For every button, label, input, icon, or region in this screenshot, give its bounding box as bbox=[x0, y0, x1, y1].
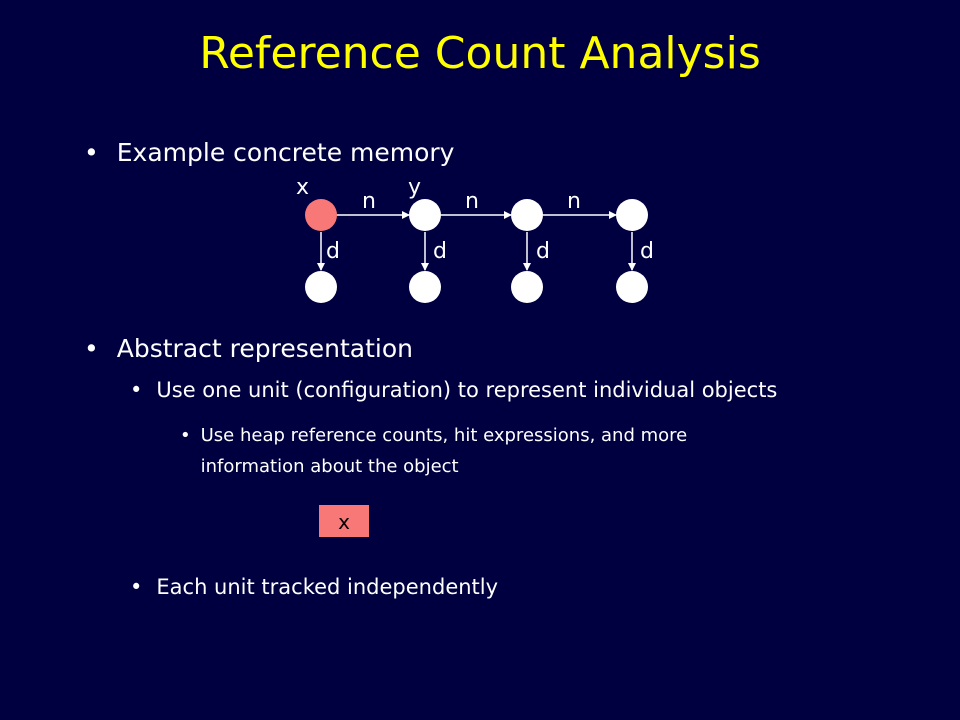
bullet-text: Use one unit (configuration) to represen… bbox=[156, 378, 778, 402]
bullet-one-unit: • Use one unit (configuration) to represe… bbox=[130, 378, 777, 402]
data-node-1 bbox=[305, 271, 337, 303]
bullet-marker: • bbox=[84, 334, 99, 363]
edge-label-n: n bbox=[362, 189, 376, 214]
edge-label-d: d bbox=[433, 239, 447, 264]
bullet-marker: • bbox=[180, 425, 191, 446]
node-x bbox=[305, 199, 337, 231]
edge-label-d: d bbox=[536, 239, 550, 264]
data-node-4 bbox=[616, 271, 648, 303]
bullet-marker: • bbox=[84, 138, 99, 167]
edge-label-n: n bbox=[567, 189, 581, 214]
node-y bbox=[409, 199, 441, 231]
edge-label-n: n bbox=[465, 189, 479, 214]
bullet-marker: • bbox=[130, 575, 143, 599]
var-label-y: y bbox=[408, 175, 421, 200]
node-3 bbox=[511, 199, 543, 231]
edge-label-d: d bbox=[326, 239, 340, 264]
data-node-2 bbox=[409, 271, 441, 303]
bullet-text: Example concrete memory bbox=[116, 138, 455, 167]
edge-label-d: d bbox=[640, 239, 654, 264]
bullet-text: Each unit tracked independently bbox=[156, 575, 499, 599]
slide-title: Reference Count Analysis bbox=[199, 28, 761, 79]
bullet-concrete-memory: • Example concrete memory bbox=[84, 138, 454, 167]
bullet-marker: • bbox=[130, 378, 143, 402]
unit-box-x: x bbox=[319, 505, 369, 537]
var-label-x: x bbox=[296, 175, 309, 200]
bullet-text: Use heap reference counts, hit expressio… bbox=[200, 425, 688, 477]
data-node-3 bbox=[511, 271, 543, 303]
node-4 bbox=[616, 199, 648, 231]
bullet-heap-reference-counts: • Use heap reference counts, hit expressi… bbox=[180, 420, 800, 482]
bullet-abstract-representation: • Abstract representation bbox=[84, 334, 413, 363]
bullet-text: Abstract representation bbox=[116, 334, 413, 363]
bullet-tracked-independently: • Each unit tracked independently bbox=[130, 575, 498, 599]
